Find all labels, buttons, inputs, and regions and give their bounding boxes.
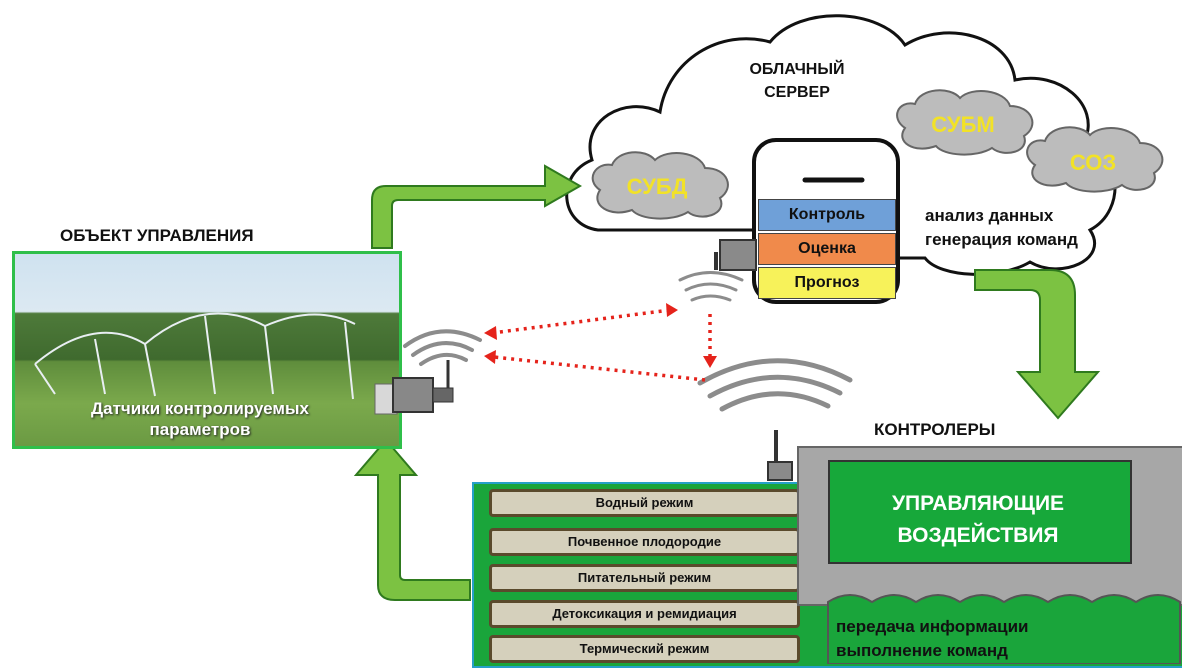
wifi-icon-object	[403, 329, 482, 366]
regime-soil-fertility: Почвенное плодородие	[489, 528, 800, 556]
controllers-title: КОНТРОЛЕРЫ	[874, 420, 996, 439]
module-subd: СУБД	[626, 174, 688, 199]
transfer-line1: передача информации	[836, 617, 1029, 636]
cloud-analysis-text: анализ данных генерация команд	[925, 204, 1078, 252]
arrow-to-controllers	[974, 269, 1101, 420]
module-soz: СОЗ	[1069, 150, 1117, 175]
arrow-to-object	[353, 438, 471, 601]
control-effects-text: УПРАВЛЯЮЩИЕ ВОЗДЕЙСТВИЯ	[828, 488, 1128, 552]
module-subm: СУБМ	[931, 112, 995, 137]
cloud-server-title: ОБЛАЧНЫЙ СЕРВЕР	[712, 58, 882, 104]
command-generation-line: генерация команд	[925, 230, 1078, 249]
sensor-caption-line1: Датчики контролируемых	[91, 399, 309, 418]
analysis-line: анализ данных	[925, 206, 1054, 225]
subm-cloud	[896, 89, 1034, 156]
wifi-icon-server	[678, 271, 744, 302]
stack-forecast: Прогноз	[758, 267, 896, 299]
server-antenna-module	[719, 239, 757, 271]
controller-antenna-module	[767, 461, 793, 481]
cloud-title-line2: СЕРВЕР	[764, 84, 830, 101]
sensor-caption-line2: параметров	[149, 420, 251, 439]
soz-cloud	[1026, 126, 1164, 193]
control-effects-line2: ВОЗДЕЙСТВИЯ	[897, 524, 1059, 547]
control-effects-box	[828, 460, 1132, 564]
regime-nutrition: Питательный режим	[489, 564, 800, 592]
transfer-line2: выполнение команд	[836, 641, 1008, 660]
cloud-title-line1: ОБЛАЧНЫЙ	[749, 61, 845, 78]
stack-assessment: Оценка	[758, 233, 896, 265]
wifi-icon-controllers	[697, 358, 853, 412]
regime-water: Водный режим	[489, 489, 800, 517]
control-object-title: ОБЪЕКТ УПРАВЛЕНИЯ	[60, 226, 254, 245]
subd-cloud	[591, 151, 729, 220]
regime-thermal: Термический режим	[489, 635, 800, 663]
transfer-text: передача информации выполнение команд	[836, 615, 1029, 663]
sensor-caption: Датчики контролируемых параметров	[40, 398, 360, 440]
regime-detox: Детоксикация и ремидиация	[489, 600, 800, 628]
stack-control: Контроль	[758, 199, 896, 231]
wireless-links	[491, 308, 712, 382]
control-effects-line1: УПРАВЛЯЮЩИЕ	[891, 492, 1065, 515]
irrigation-photo	[12, 251, 402, 449]
arrow-to-cloud	[371, 164, 583, 249]
